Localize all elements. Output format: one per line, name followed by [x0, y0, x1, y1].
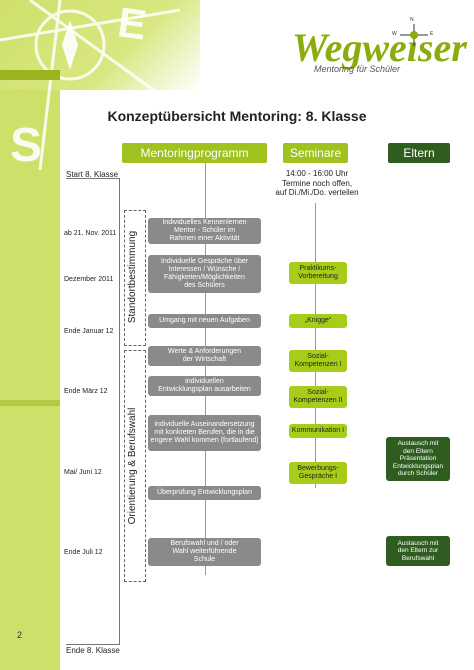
date-label: Ende März 12	[64, 388, 108, 395]
column-header-seminare: Seminare	[283, 143, 348, 163]
date-label: Mai/ Juni 12	[64, 469, 102, 476]
date-label: Ende Januar 12	[64, 328, 114, 335]
mentoring-connector-line	[205, 163, 206, 575]
seminar-kommunikation: Kommunikation I	[289, 424, 347, 438]
compass-letter-s: S	[10, 119, 43, 172]
seminar-connector-line	[315, 203, 316, 488]
decorative-stripe	[0, 400, 60, 406]
compass-rose-graphic	[0, 0, 181, 171]
phase-label-orientierung-berufswahl: Orientierung & Berufswahl	[127, 407, 138, 525]
seminar-sozialkompetenzen-2: Sozial-Kompetenzen II	[289, 386, 347, 408]
column-header-eltern: Eltern	[388, 143, 450, 163]
timeline-end-label: Ende 8. Klasse	[66, 646, 120, 655]
mentoring-step-ueberpruefung: Überprüfung Entwicklungsplan	[148, 486, 261, 500]
page-title: Konzeptübersicht Mentoring: 8. Klasse	[107, 108, 367, 124]
page-number: 2	[17, 630, 23, 640]
seminar-sozialkompetenzen-1: Sozial-Kompetenzen I	[289, 350, 347, 372]
phase-label-standortbestimmung: Standortbestimmung	[127, 230, 138, 324]
seminar-knigge: „Knigge“	[289, 314, 347, 328]
mini-compass-e: E	[430, 31, 434, 37]
logo-tagline: Mentoring für Schüler	[314, 64, 401, 74]
mini-compass-icon	[400, 24, 428, 46]
date-label: Dezember 2011	[64, 276, 114, 283]
timeline-end-tick	[66, 644, 120, 645]
logo: Wegweiser Mentoring für Schüler N W E	[292, 17, 467, 74]
seminar-bewerbung: Bewerbungs-Gespräche I	[289, 462, 347, 484]
date-label: ab 21. Nov. 2011	[64, 230, 117, 237]
phase-bracket-standort	[124, 210, 146, 346]
timeline-start-tick	[66, 178, 120, 179]
seminar-praktikum: Praktikums-Vorbereitung	[289, 262, 347, 284]
decorative-stripe	[0, 70, 60, 80]
timeline-start-label: Start 8. Klasse	[66, 170, 119, 179]
date-label: Ende Juli 12	[64, 549, 103, 556]
logo-wordmark: Wegweiser	[292, 25, 467, 70]
phase-bracket-orientierung	[124, 350, 146, 582]
mini-compass-w: W	[392, 31, 397, 37]
mini-compass-n: N	[410, 17, 414, 23]
timeline-axis	[119, 178, 120, 644]
decorative-side-band	[0, 0, 60, 670]
column-header-mentoring: Mentoringprogramm	[122, 143, 267, 163]
mentoring-step-neue-aufgaben: Umgang mit neuen Aufgaben	[148, 314, 261, 328]
seminar-note: 14:00 - 16:00 Uhr Termine noch offen, au…	[275, 169, 359, 198]
